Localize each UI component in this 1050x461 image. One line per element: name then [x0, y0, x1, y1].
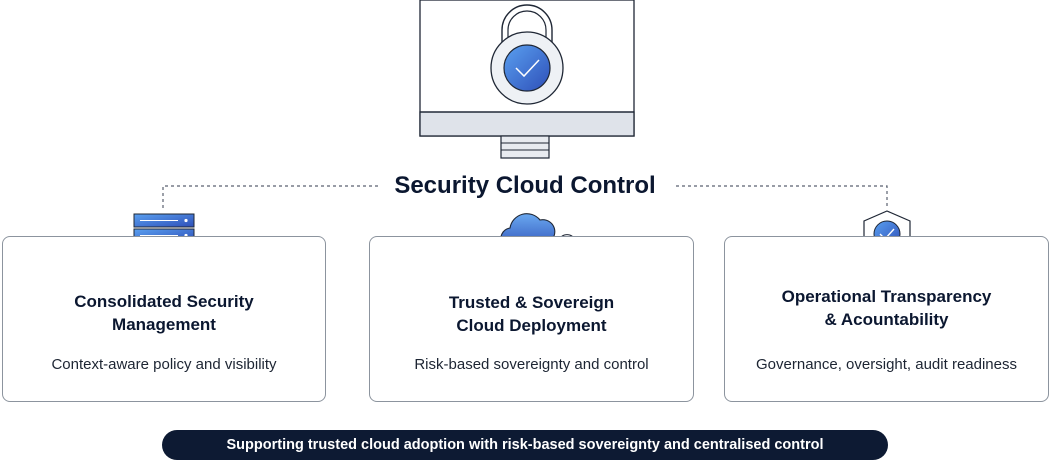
diagram-title: Security Cloud Control	[380, 170, 670, 202]
card-description: Risk-based sovereignty and control	[414, 356, 649, 373]
card-title-line1: Trusted & Sovereign	[448, 293, 615, 312]
card-title-line2: Management	[112, 315, 216, 334]
card-trusted-sovereign: Trusted & Sovereign Cloud Deployment Ris…	[369, 236, 694, 402]
connector-lines	[162, 185, 888, 208]
card-title-line2: Cloud Deployment	[456, 316, 607, 335]
card-title-line2: & Acountability	[824, 310, 949, 329]
card-description: Governance, oversight, audit readiness	[756, 356, 1017, 373]
monitor-lock-icon	[419, 0, 635, 159]
summary-banner: Supporting trusted cloud adoption with r…	[162, 430, 888, 460]
card-operational-transparency: Operational Transparency & Acountability…	[724, 236, 1049, 402]
card-consolidated-security: Consolidated Security Management Context…	[2, 236, 326, 402]
card-description: Context-aware policy and visibility	[51, 356, 277, 373]
card-title-line1: Operational Transparency	[781, 287, 992, 306]
card-title-line1: Consolidated Security	[74, 292, 254, 311]
